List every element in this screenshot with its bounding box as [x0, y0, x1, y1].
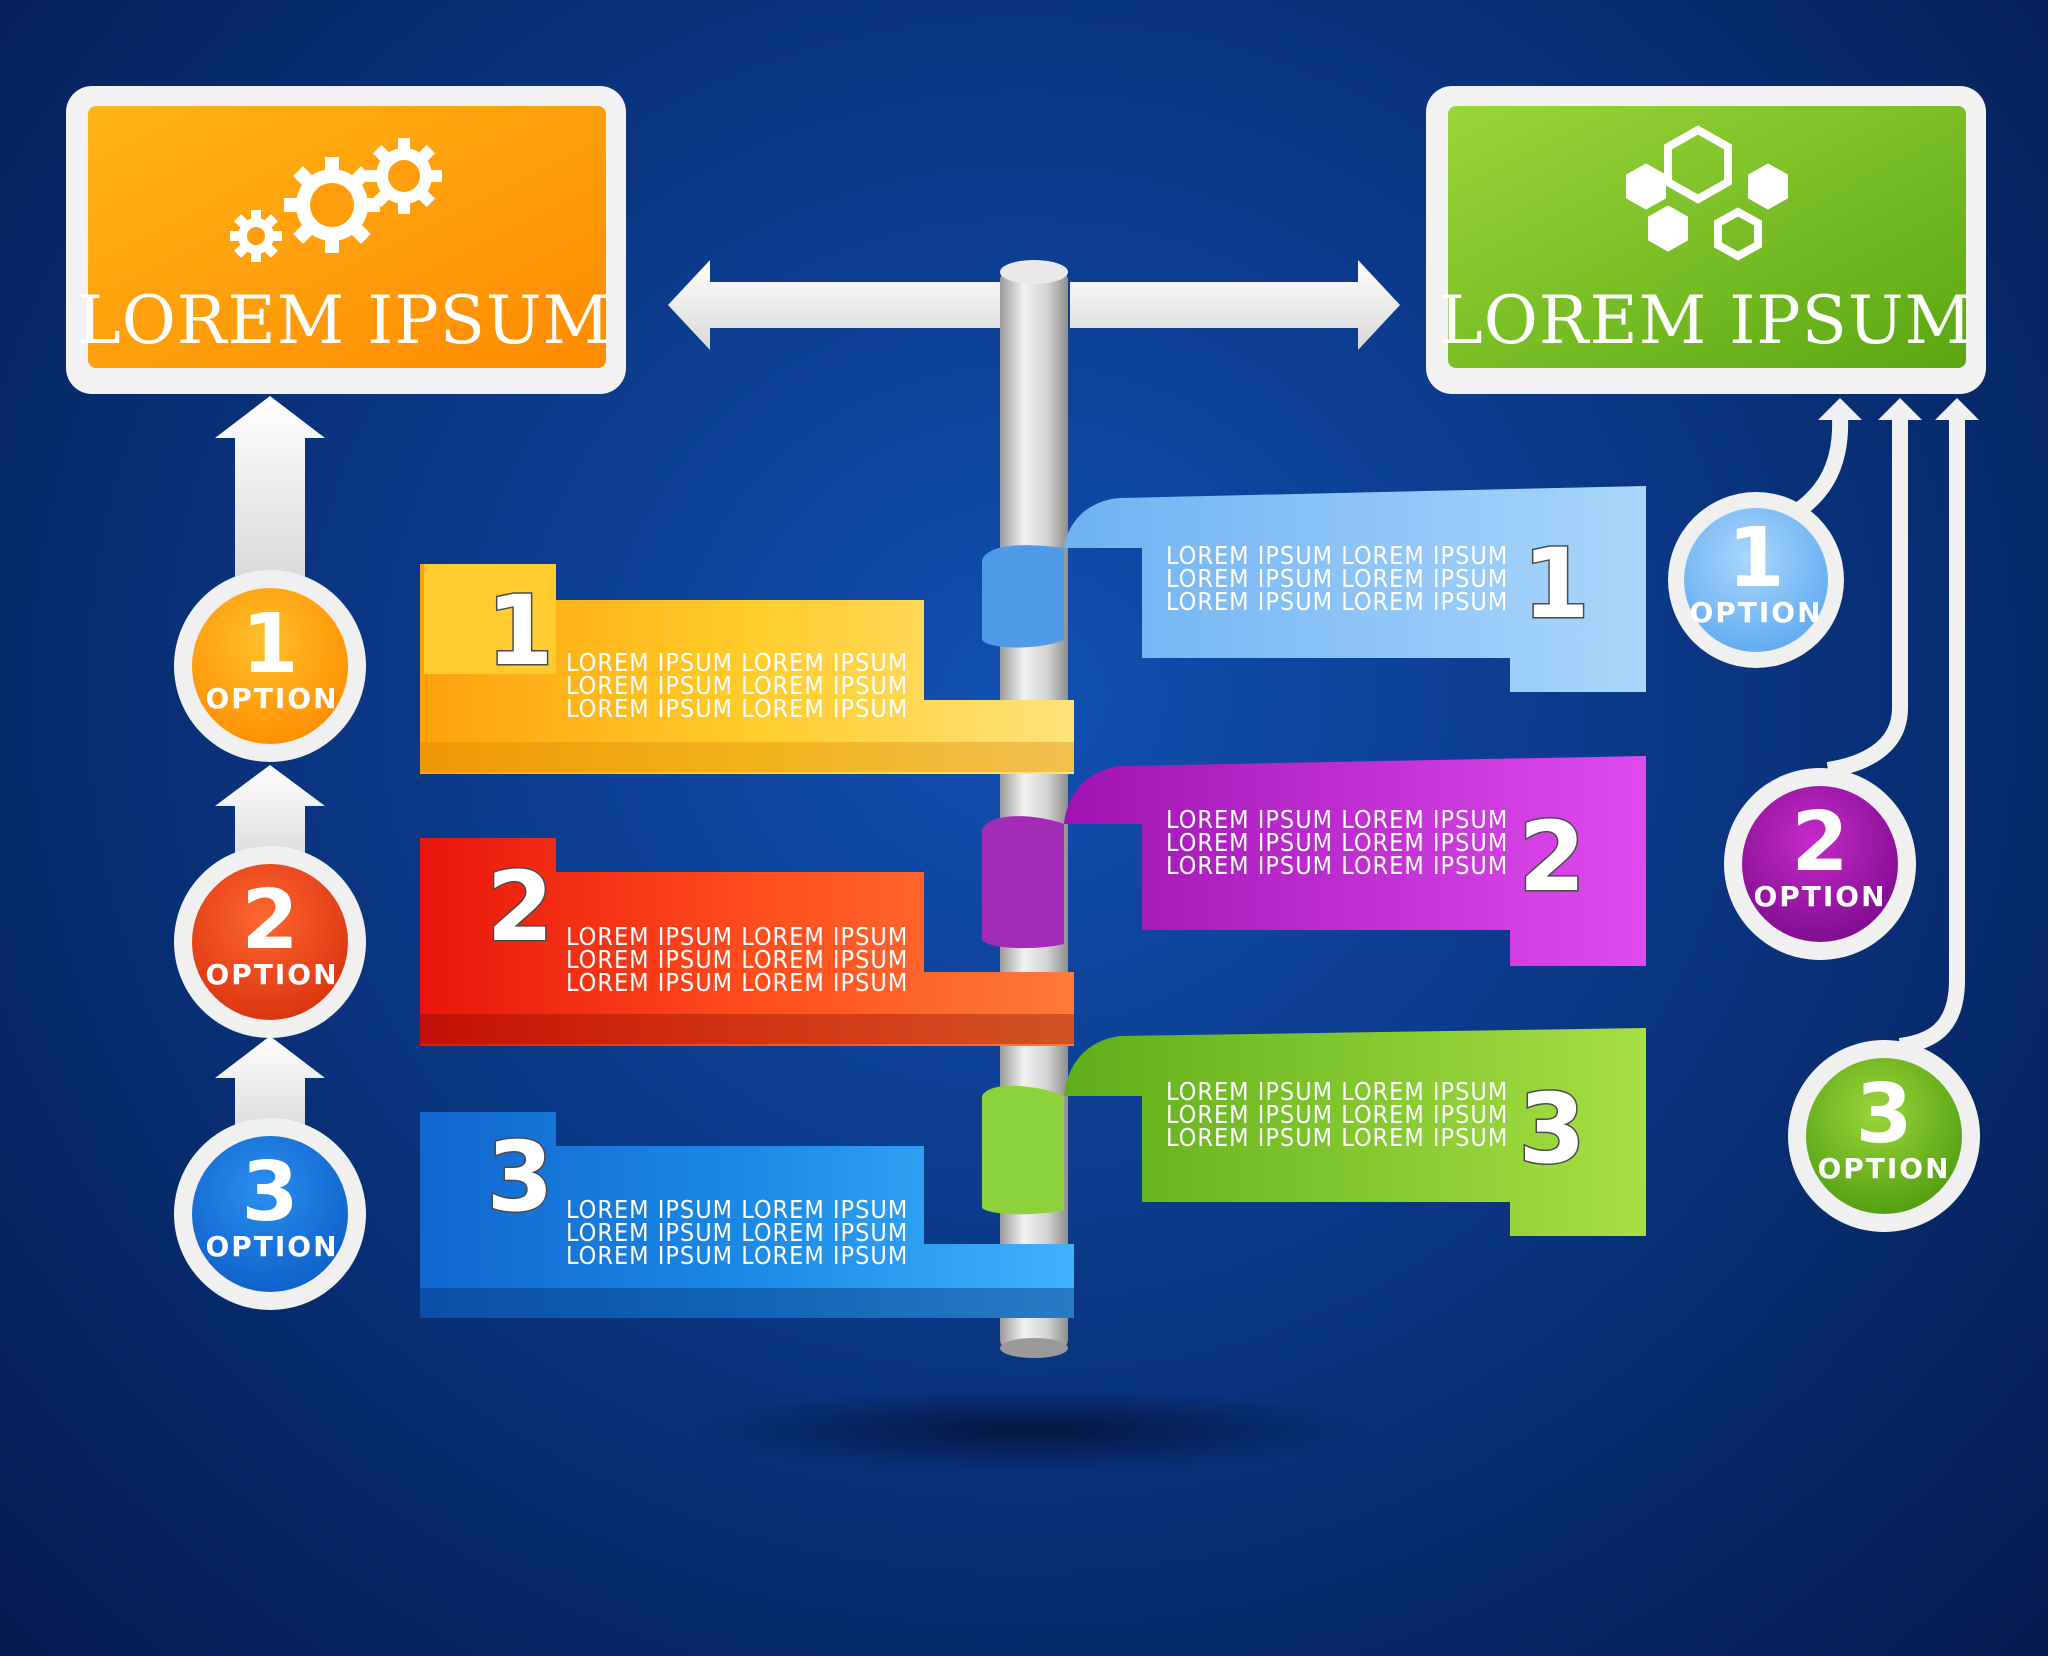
left-ribbon-3-line-1: LOREM IPSUM LOREM IPSUM: [566, 1195, 908, 1224]
left-title-box: LOREM IPSUM: [66, 86, 626, 394]
right-ribbon-2: [982, 756, 1646, 966]
left-ribbon-2: [420, 838, 1074, 1046]
left-arrows: [215, 396, 325, 1140]
left-option-3-number: 3: [241, 1145, 298, 1240]
left-ribbon-3-line-3: LOREM IPSUM LOREM IPSUM: [566, 1241, 908, 1270]
right-ribbon-3-number: 3: [1519, 1073, 1586, 1185]
right-ribbon-1-line-2: LOREM IPSUM LOREM IPSUM: [1166, 564, 1508, 593]
left-option-1-number: 1: [241, 597, 298, 692]
right-ribbon-3-line-1: LOREM IPSUM LOREM IPSUM: [1166, 1077, 1508, 1106]
left-ribbon-2-line-3: LOREM IPSUM LOREM IPSUM: [566, 968, 908, 997]
left-ribbon-3-line-2: LOREM IPSUM LOREM IPSUM: [566, 1218, 908, 1247]
right-option-3: 3 OPTION: [1788, 1040, 1980, 1232]
right-option-2-number: 2: [1791, 795, 1848, 890]
right-ribbon-2-line-2: LOREM IPSUM LOREM IPSUM: [1166, 828, 1508, 857]
right-option-2-label: OPTION: [1753, 880, 1886, 913]
left-option-2: 2 OPTION: [174, 846, 366, 1038]
left-ribbon-1-line-2: LOREM IPSUM LOREM IPSUM: [566, 671, 908, 700]
hexagons-icon: [1626, 125, 1788, 261]
right-option-3-label: OPTION: [1817, 1152, 1950, 1185]
right-ribbon-2-line-1: LOREM IPSUM LOREM IPSUM: [1166, 805, 1508, 834]
floor-shadow: [690, 1388, 1370, 1472]
left-ribbon-1-number: 1: [487, 575, 554, 687]
left-ribbon-2-line-2: LOREM IPSUM LOREM IPSUM: [566, 945, 908, 974]
right-option-1: 1 OPTION: [1668, 492, 1844, 668]
right-title-box: LOREM IPSUM: [1426, 86, 1986, 394]
left-ribbon-2-number: 2: [487, 851, 554, 963]
left-option-2-label: OPTION: [205, 958, 338, 991]
left-option-2-number: 2: [241, 873, 298, 968]
left-ribbon-3: [420, 1112, 1074, 1318]
signpost-pole: [1000, 260, 1068, 1358]
gears-icon: [219, 122, 458, 273]
right-option-1-number: 1: [1727, 511, 1784, 606]
right-ribbon-2-line-3: LOREM IPSUM LOREM IPSUM: [1166, 851, 1508, 880]
right-ribbon-3-line-2: LOREM IPSUM LOREM IPSUM: [1166, 1100, 1508, 1129]
right-ribbon-1-line-1: LOREM IPSUM LOREM IPSUM: [1166, 541, 1508, 570]
right-ribbon-1-line-3: LOREM IPSUM LOREM IPSUM: [1166, 587, 1508, 616]
right-option-3-number: 3: [1855, 1067, 1912, 1162]
right-option-2: 2 OPTION: [1724, 768, 1916, 960]
left-ribbon-1-line-3: LOREM IPSUM LOREM IPSUM: [566, 694, 908, 723]
left-box-title: LOREM IPSUM: [77, 282, 611, 359]
right-ribbon-3-line-3: LOREM IPSUM LOREM IPSUM: [1166, 1123, 1508, 1152]
right-ribbon-1-number: 1: [1523, 528, 1590, 640]
right-ribbon-2-number: 2: [1519, 801, 1586, 913]
right-option-1-label: OPTION: [1689, 596, 1822, 629]
left-option-1: 1 OPTION: [174, 570, 366, 762]
left-option-3-label: OPTION: [205, 1230, 338, 1263]
left-option-3: 3 OPTION: [174, 1118, 366, 1310]
right-ribbon-3: [982, 1028, 1646, 1236]
right-ribbon-1: [982, 486, 1646, 692]
left-ribbon-1-line-1: LOREM IPSUM LOREM IPSUM: [566, 648, 908, 677]
right-box-title: LOREM IPSUM: [1439, 282, 1973, 359]
left-ribbon-2-line-1: LOREM IPSUM LOREM IPSUM: [566, 922, 908, 951]
left-option-1-label: OPTION: [205, 682, 338, 715]
left-ribbon-1: [420, 564, 1074, 774]
left-ribbon-3-number: 3: [487, 1121, 554, 1233]
right-arrow-heads: [1818, 398, 1979, 420]
double-arrow-sign: [668, 260, 1400, 350]
